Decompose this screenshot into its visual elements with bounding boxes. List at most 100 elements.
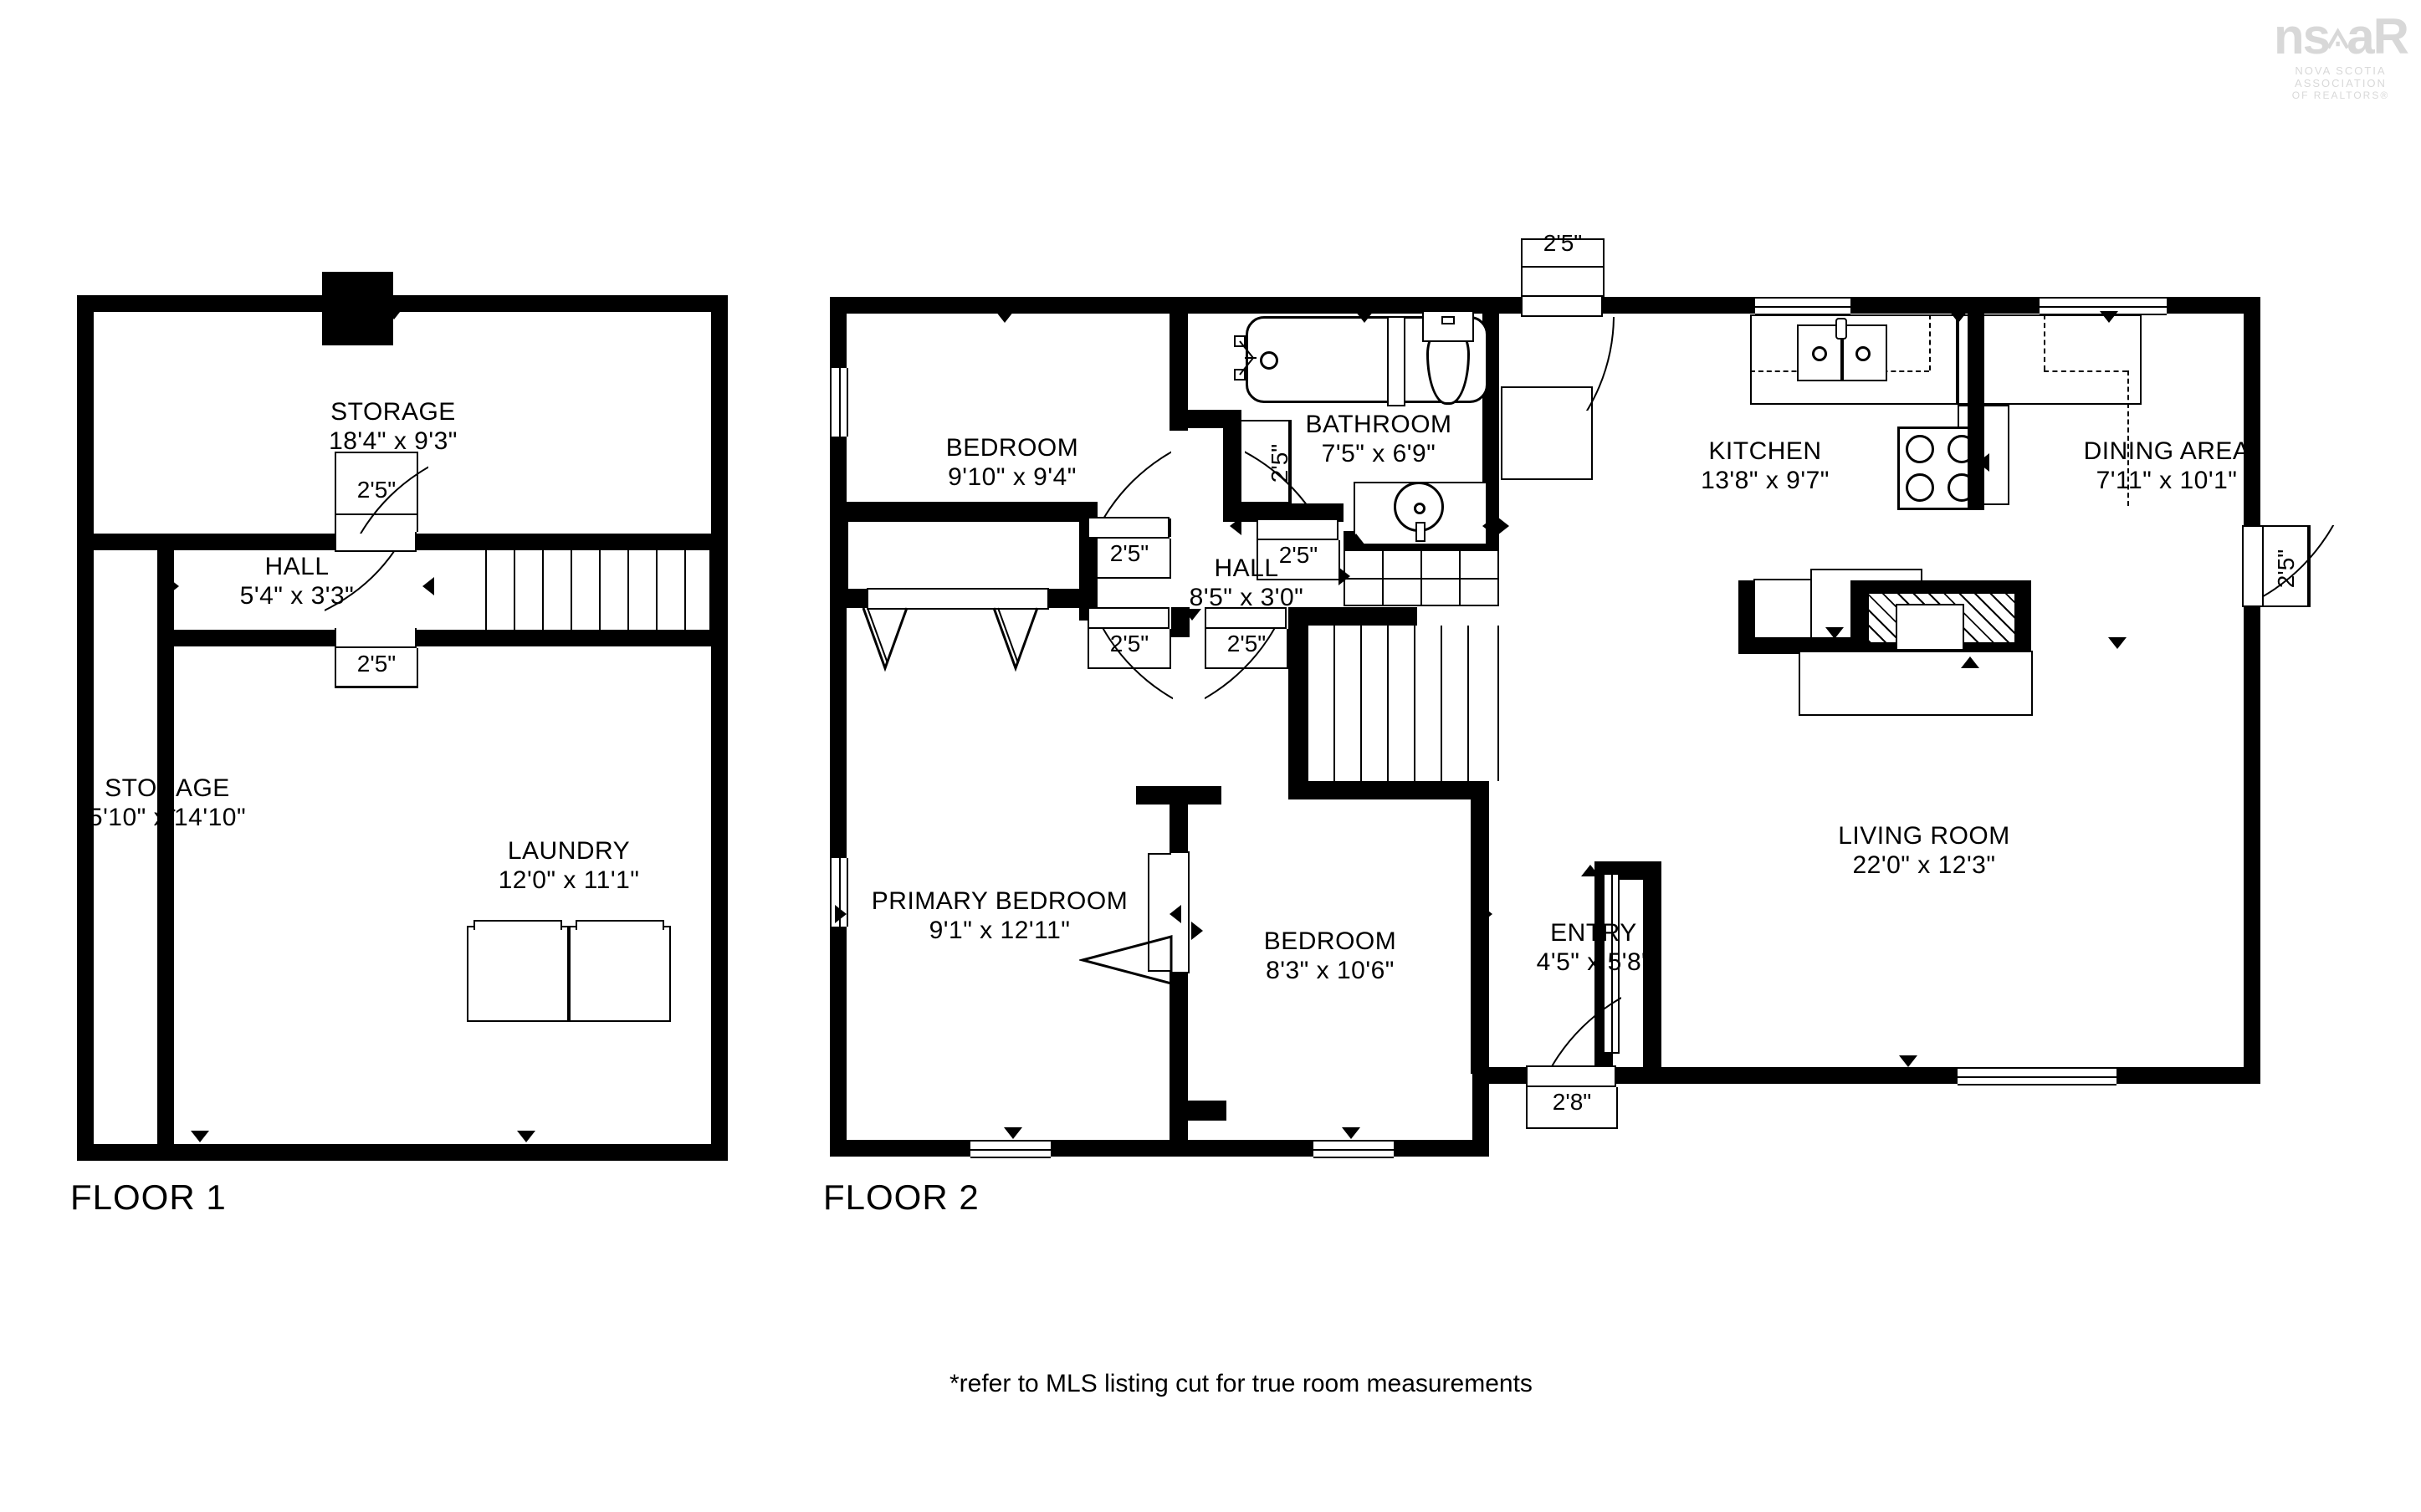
dim-line-kitchen-top-f2	[1523, 266, 1603, 268]
dim-box-hall-bottom-f1	[335, 648, 418, 688]
upper-cabinet-dash-v2-f2	[2044, 314, 2045, 370]
dim-box-hall-top-f1	[335, 452, 418, 532]
toilet-tank-icon	[1422, 310, 1474, 342]
door-swing-bathroom-f2	[1245, 428, 1342, 520]
door-leaf-primary-f2	[1088, 607, 1170, 629]
marker-living-right-f2	[2244, 805, 2255, 823]
dim-line-bath-vertical-f2	[1288, 421, 1290, 502]
dim-box-kitchen-top-f2	[1521, 238, 1605, 297]
dim-box-dining-right-f2	[2264, 525, 2311, 607]
window-kitchen-top-f2	[1755, 297, 1850, 315]
marker-right-upper-f1	[711, 435, 723, 453]
upper-cabinet-dash-v3-f2	[2127, 370, 2129, 506]
washer-control-icon	[473, 920, 562, 930]
logo-line-2: OF REALTORS®	[2291, 89, 2390, 101]
door-swing-primary-hall-f2	[1077, 629, 1173, 723]
washer-icon	[467, 926, 569, 1022]
marker-bedroom2-bottom-f2	[1342, 1127, 1360, 1139]
marker-bedroom2-right-f2	[1477, 799, 1489, 818]
room-label-entry-f2: ENTRY 4'5" x 5'8"	[1536, 919, 1651, 977]
marker-stairs-bottom-f2	[1332, 784, 1350, 796]
room-label-laundry-f1: LAUNDRY 12'0" x 11'1"	[498, 837, 640, 895]
door-swing-hall-bottom-f1	[325, 550, 428, 630]
door-swing-bedroom1-f2	[1077, 427, 1171, 518]
marker-bottom-left-f1	[191, 1131, 209, 1142]
room-label-hall-f2: HALL 8'5" x 3'0"	[1189, 554, 1304, 612]
hearth-icon	[1799, 651, 2033, 716]
dim-entry-f2: 2'8"	[1552, 1089, 1592, 1115]
marker-closet-top-f2	[977, 502, 996, 513]
stairs-lower-f2	[1307, 626, 1499, 781]
wall-halfwall-left-end-f2	[1738, 580, 1755, 652]
wall-bedroom2-top-nib-f2	[1188, 786, 1221, 805]
marker-range-right-f2	[1978, 453, 1989, 472]
upper-cabinet-dash-v1-f2	[1929, 314, 1931, 370]
wall-stairs-bottom-f2	[1288, 781, 1487, 799]
door-swing-primary-f2	[1079, 935, 1173, 985]
wall-primary-right-upper-f2	[1170, 786, 1188, 853]
dim-hall-bottom-f1: 2'5"	[356, 651, 397, 677]
marker-bathroom-left-f2	[1230, 517, 1241, 535]
sink-drain-icon	[1414, 503, 1425, 514]
dim-line-primary-f2	[1089, 667, 1170, 669]
marker-kitchen-top-f2	[1949, 311, 1968, 323]
room-label-bedroom2-f2: BEDROOM 8'3" x 10'6"	[1263, 927, 1397, 985]
marker-primary-left-f2	[835, 905, 847, 923]
room-label-living-f2: LIVING ROOM 22'0" x 12'3"	[1838, 822, 2010, 880]
door-swing-bedroom2-f2	[1205, 629, 1300, 723]
logo-mark-left: ns	[2274, 8, 2331, 64]
marker-hall-right-f2	[1338, 567, 1350, 585]
room-label-kitchen-f2: KITCHEN 13'8" x 9'7"	[1701, 437, 1830, 495]
marker-bathroom-right-f2	[1482, 517, 1494, 535]
wall-closet-bottom-right-f2	[1046, 590, 1098, 608]
wall-bedroom1-bottom-f2	[847, 502, 1098, 520]
wall-closet-bottom-left-f2	[847, 590, 870, 608]
floor-1-title: FLOOR 1	[70, 1177, 227, 1217]
wall-right-f2	[2244, 297, 2260, 1084]
wall-bath-left-f2	[1223, 410, 1241, 518]
closet-door-rail-f2	[867, 588, 1049, 610]
room-label-primary-f2: PRIMARY BEDROOM 9'1" x 12'11"	[871, 887, 1129, 945]
wall-entry-closet-right-f2	[1643, 861, 1661, 1067]
marker-halfwall-f2	[1825, 627, 1844, 639]
door-leaf-hall-bottom-f1	[335, 628, 417, 648]
dim-line-bathroom-f2	[1258, 579, 1338, 580]
sink-drain-left-icon	[1812, 346, 1827, 361]
marker-bedroom1-top-f2	[996, 311, 1014, 323]
marker-living-fireplace-f2	[2108, 637, 2127, 649]
door-leaf-dining-right-f2	[2242, 525, 2264, 607]
marker-laundry-left-f1	[164, 801, 176, 820]
mls-disclaimer: *refer to MLS listing cut for true room …	[949, 1370, 1533, 1397]
closet-shelf-f2	[847, 520, 1081, 590]
wall-hall-bottom-right-f1	[423, 630, 711, 646]
sink-faucet-icon	[1415, 522, 1425, 542]
logo-line-1: NOVA SCOTIA ASSOCIATION	[2295, 64, 2387, 89]
wall-entry-jog-f2	[1472, 1067, 1489, 1157]
marker-kitchen-post-f2	[1971, 351, 1983, 370]
room-label-dining-f2: DINING AREA 7'11" x 10'1"	[2083, 437, 2250, 495]
dryer-icon	[569, 926, 671, 1022]
room-label-bathroom-f2: BATHROOM 7'5" x 6'9"	[1305, 411, 1452, 468]
bifold-door-icon	[862, 607, 1039, 672]
room-label-storage-upper-f1: STORAGE 18'4" x 9'3"	[329, 398, 458, 456]
wall-top-f1	[77, 295, 728, 312]
wall-top-left-f2	[830, 297, 1231, 314]
room-label-hall-f1: HALL 5'4" x 3'3"	[239, 553, 355, 610]
marker-hearth-f2	[1961, 656, 1979, 668]
door-swing-entry-f2	[1526, 972, 1621, 1065]
burner-3-icon	[1906, 473, 1934, 502]
marker-dining-top-f2	[2100, 311, 2118, 323]
dim-kitchen-top-f2: 2'5"	[1543, 230, 1583, 256]
door-swing-kitchen-top-f2	[1521, 317, 1615, 411]
toilet-flush-icon	[1441, 316, 1455, 324]
dim-primary-f2: 2'5"	[1109, 631, 1149, 656]
marker-living-bottom-f2	[1899, 1055, 1917, 1067]
tub-drain-icon	[1260, 351, 1278, 370]
marker-hall-right-f1	[422, 577, 434, 595]
stairs-f1	[485, 550, 711, 630]
wall-bedroom1-right-upper-f2	[1170, 297, 1188, 431]
marker-hall-left-f2	[1079, 562, 1091, 580]
window-bedroom1-left-f2	[830, 368, 848, 437]
marker-bath-bottom-f2	[1347, 534, 1365, 545]
wall-left-f1	[77, 295, 94, 1161]
